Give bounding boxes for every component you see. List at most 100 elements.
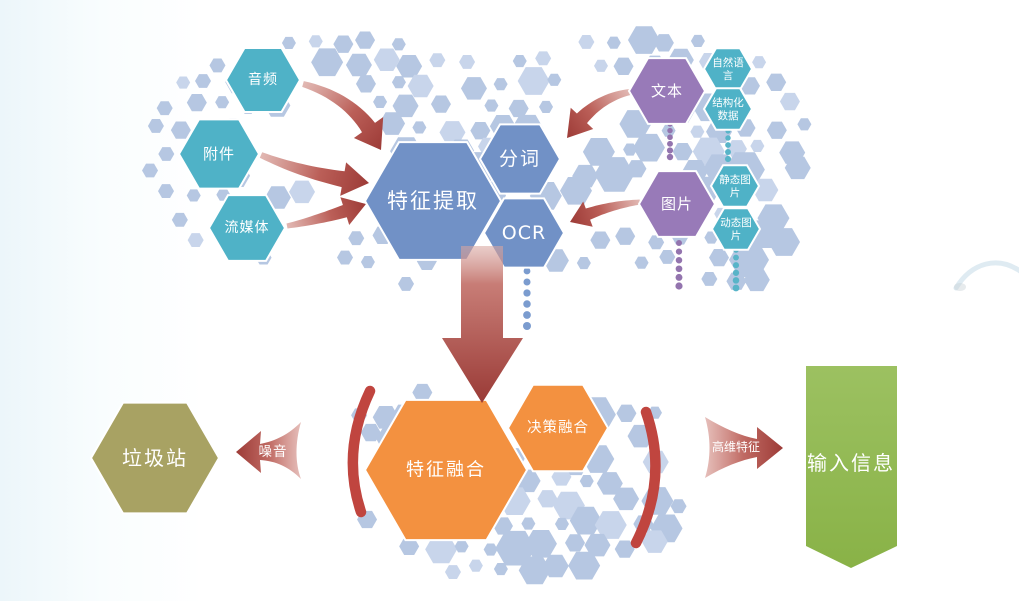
cloud-hexagon [355,31,376,49]
cloud-hexagon [594,511,627,539]
dotted-trail-under-ocr [523,267,531,330]
trail-dot [667,127,673,134]
node-image: 图片 [637,170,717,238]
cloud-hexagon [398,276,415,291]
cloud-hexagon [517,67,550,95]
cloud-hexagon [768,228,801,256]
cloud-hexagon [653,34,674,52]
cloud-hexagon [392,94,419,118]
trail-dot [732,262,740,269]
hexagon-shape-word-segment [478,123,562,195]
node-label-line: 数据 [718,109,739,122]
trail-dot [667,134,673,141]
cloud-hexagon [460,77,487,100]
cloud-hexagon [659,250,676,264]
trail-dot [666,153,674,161]
cloud-hexagon [613,57,634,75]
dotted-trail-under-text [666,121,674,161]
node-word-segment: 分词 [478,123,562,195]
cloud-hexagon [606,36,621,49]
trail-dot [732,269,740,276]
cloud-hexagon [576,256,591,270]
node-feature-extract: 特征提取 [363,141,503,261]
cloud-hexagon [690,125,705,138]
hexagon-shape-feature-fusion [363,398,529,542]
cloud-hexagon [337,250,354,265]
cloud-hexagon [186,93,207,112]
cloud-hexagon [539,100,554,113]
cloud-hexagon [627,26,660,54]
cloud-hexagon [412,383,433,402]
trail-dot [724,155,732,163]
cloud-hexagon [373,95,388,108]
trail-dot [523,267,531,275]
curved-arrow-stream-to-extract [286,197,366,229]
node-label-natural-language: 自然语言 [712,56,744,82]
cloud-hexagon [632,133,665,162]
cloud-hexagon [709,248,730,267]
banner-shape [806,366,897,568]
cloud-hexagon [399,537,420,555]
trail-dot [675,265,683,273]
cloud-hexagon [551,468,572,486]
cloud-hexagon [569,506,602,535]
hexagon-shape-garbage-station [89,401,221,515]
hexagon-shape-decision-fusion [506,383,610,473]
trail-dot [725,149,731,155]
node-feature-fusion: 特征融合 [363,398,529,542]
node-label-feature-fusion: 特征融合 [406,460,486,481]
cloud-hexagon [779,92,800,111]
hexagon-shape-structured-data [702,87,754,131]
cloud-hexagon [670,499,687,514]
cloud-hexagon [158,147,175,161]
left-parenthesis [347,385,376,518]
node-label-line: 片 [731,229,742,242]
hexagon-shape-feature-extract [363,141,503,261]
cloud-hexagon [209,58,226,73]
cloud-hexagon [215,96,230,109]
node-label-word-segment: 分词 [499,148,541,170]
high-dim-arrow: 高维特征 [705,417,783,478]
cloud-hexagon [459,55,476,69]
trail-dot [675,282,683,290]
noise-arrow: 噪音 [236,422,301,479]
down-arrow [442,246,523,403]
hexagon-shape-audio [224,46,302,114]
node-label-line: 言 [723,69,734,82]
diagram-nodes: 音频附件流媒体特征提取分词OCR文本图片自然语言结构化数据静态图片动态图片垃圾站… [89,46,762,542]
cloud-hexagon [430,95,451,113]
node-stream: 流媒体 [207,194,287,262]
cloud-hexagon [615,227,636,245]
trail-dot [523,322,531,330]
node-label-line: 静态图 [719,173,751,186]
trail-dot [732,277,740,284]
cloud-hexagon [493,78,508,91]
cloud-hexagon [186,189,201,202]
node-label-text: 文本 [651,82,683,100]
hexagon-shape-image [637,170,717,238]
curved-arrow-text-to-segment [567,89,631,138]
cloud-hexagon [766,73,787,91]
cloud-hexagon [508,99,529,118]
cloud-hexagon [613,487,640,511]
cloud-hexagon [444,565,461,579]
flow-arrows [259,81,641,229]
trail-dot [725,135,731,141]
trail-dot [523,311,531,319]
trail-dot [675,273,683,281]
trail-dot [732,284,740,292]
cloud-hexagon [729,242,770,278]
cloud-hexagon [593,59,608,72]
cloud-hexagon [565,534,586,552]
curved-arrow-attach-to-extract [259,152,369,196]
hexagon-shape-dynamic-image [710,207,762,251]
cloud-hexagon [784,156,811,180]
node-label-decision-fusion: 决策融合 [527,419,589,436]
cloud-hexagon [634,256,649,269]
node-label-garbage-station: 垃圾站 [122,446,188,470]
node-decision-fusion: 决策融合 [506,383,610,473]
cloud-hexagon [311,48,344,77]
curved-arrow-audio-to-extract [302,81,384,150]
trail-dot [733,254,739,261]
